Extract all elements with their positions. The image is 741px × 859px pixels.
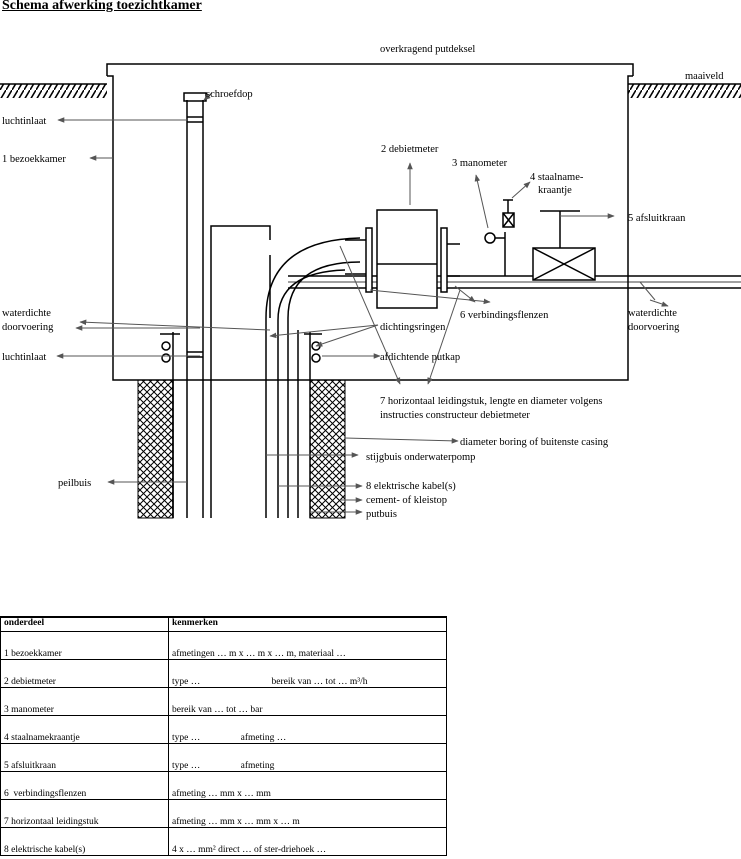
label-wd-right-1: waterdichte <box>628 308 677 319</box>
label-maaiveld: maaiveld <box>685 71 724 82</box>
label-manometer: 3 manometer <box>452 158 508 169</box>
cell-part: 2 debietmeter <box>0 659 169 688</box>
manometer-and-tap <box>484 199 515 276</box>
label-stijgbuis: stijgbuis onderwaterpomp <box>366 452 475 463</box>
label-wd-right-2: doorvoering <box>628 322 680 333</box>
label-debietmeter: 2 debietmeter <box>381 144 439 155</box>
cell-part: 5 afsluitkraan <box>0 743 169 772</box>
label-staalname-2: kraantje <box>538 185 572 196</box>
cell-spec: afmeting … mm x … mm x … m <box>168 799 447 828</box>
horizontal-pipe <box>288 275 741 289</box>
cell-part: 8 elektrische kabel(s) <box>0 827 169 856</box>
label-afsluitkraan: 5 afsluitkraan <box>628 213 686 224</box>
shutoff-valve <box>532 210 596 281</box>
cell-spec: bereik van … tot … bar <box>168 687 447 716</box>
well-casing <box>172 332 311 518</box>
label-cement: cement- of kleistop <box>366 495 447 506</box>
label-dichtingsringen: dichtingsringen <box>380 322 446 333</box>
label-horizontaal-2: instructies constructeur debietmeter <box>380 410 530 421</box>
table-header-row: onderdeel kenmerken <box>0 616 447 632</box>
label-horizontaal-1: 7 horizontaal leidingstuk, lengte en dia… <box>380 396 602 407</box>
label-wd-left-2: doorvoering <box>2 322 54 333</box>
label-afdichtende: afdichtende putkap <box>380 352 460 363</box>
ground-surface <box>0 83 741 98</box>
cement-stop <box>137 379 346 519</box>
table-row: 8 elektrische kabel(s)4 x … mm² direct …… <box>0 827 447 856</box>
label-luchtinlaat-top: luchtinlaat <box>2 116 46 127</box>
page-title: Schema afwerking toezichtkamer <box>2 0 202 13</box>
well-chamber-diagram: overkragend putdeksel maaiveld schroefdo… <box>0 44 741 520</box>
cell-part: 7 horizontaal leidingstuk <box>0 799 169 828</box>
cell-part: 3 manometer <box>0 687 169 716</box>
observation-tube <box>183 92 207 518</box>
cell-spec: 4 x … mm² direct … of ster-driehoek … <box>168 827 447 856</box>
cell-spec: type … afmeting <box>168 743 447 772</box>
cell-spec: afmetingen … m x … m x … m, materiaal … <box>168 631 447 660</box>
label-bezoekkamer: 1 bezoekkamer <box>2 154 66 165</box>
cell-spec: type … bereik van … tot … m³/h <box>168 659 447 688</box>
label-peilbuis: peilbuis <box>58 478 91 489</box>
label-schroefdop: schroefdop <box>206 89 253 100</box>
label-staalname-1: 4 staalname- <box>530 172 584 183</box>
label-kabel: 8 elektrische kabel(s) <box>366 481 456 492</box>
header-onderdeel: onderdeel <box>0 616 169 632</box>
cell-part: 1 bezoekkamer <box>0 631 169 660</box>
cell-spec: type … afmeting … <box>168 715 447 744</box>
label-verbindingsflenzen: 6 verbindingsflenzen <box>460 310 549 321</box>
label-putbuis: putbuis <box>366 509 397 520</box>
label-overkragend: overkragend putdeksel <box>380 44 475 55</box>
cell-spec: afmeting … mm x … mm <box>168 771 447 800</box>
leader-arrows <box>56 92 669 515</box>
cell-part: 6 verbindingsflenzen <box>0 771 169 800</box>
label-wd-left-1: waterdichte <box>2 308 51 319</box>
cell-part: 4 staalnamekraantje <box>0 715 169 744</box>
label-luchtinlaat-bottom: luchtinlaat <box>2 352 46 363</box>
header-kenmerken: kenmerken <box>168 616 447 632</box>
riser-pipe <box>210 225 361 518</box>
inspection-chamber <box>106 63 634 381</box>
label-diameter-boring: diameter boring of buitenste casing <box>460 437 609 448</box>
